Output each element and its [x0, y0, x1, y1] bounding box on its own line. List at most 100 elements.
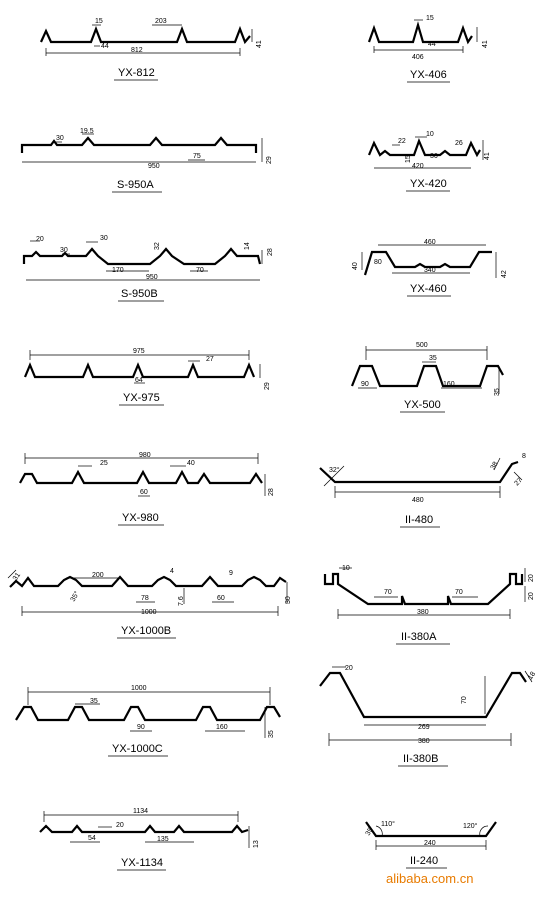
s-950a-label: 30 — [56, 135, 64, 142]
ii-480-profile-line — [319, 460, 519, 484]
ii-480-label: 32° — [329, 466, 340, 474]
yx-420-label: 15 — [405, 155, 412, 163]
yx-500-profile-line — [350, 364, 504, 388]
yx-420-label: 22 — [398, 138, 406, 145]
yx-812-profile-line — [39, 25, 251, 45]
yx-812-title: YX-812 — [118, 67, 155, 79]
ii-380b-label: 20 — [345, 665, 353, 672]
profile-yx-975: 975 27 64 29 YX-975 — [23, 348, 271, 406]
yx-1000b-label: 60 — [217, 595, 225, 602]
profile-yx-812: 15 203 44 812 41 YX-812 — [39, 18, 263, 81]
profile-yx-420: 22 10 15 36 26 420 41 YX-420 — [367, 131, 491, 192]
yx-975-label: 29 — [264, 382, 271, 390]
yx-1134-label: 20 — [116, 822, 124, 829]
ii-240-title: II-240 — [410, 855, 438, 867]
ii-240-angle-arc — [375, 825, 383, 837]
profile-yx-460: 460 80 340 40 42 YX-460 — [352, 239, 508, 297]
yx-1000c-profile-line — [15, 705, 281, 722]
yx-980-label: 980 — [139, 452, 151, 459]
ii-240-label: 110° — [381, 820, 395, 828]
yx-1134-label: 135 — [157, 836, 169, 843]
s-950a-profile-line — [20, 136, 258, 153]
yx-1000b-profile-line — [9, 575, 287, 588]
site-watermark: alibaba.com.cn — [386, 871, 474, 886]
yx-500-title: YX-500 — [404, 399, 441, 411]
yx-1000b-dim-line — [7, 569, 17, 579]
ii-380a-title: II-380A — [401, 631, 437, 643]
ii-380b-label: 18 — [527, 671, 537, 681]
yx-1000c-label: 90 — [137, 724, 145, 731]
ii-380a-label: 70 — [455, 589, 463, 596]
yx-812-label: 203 — [155, 18, 167, 25]
s-950b-title: S-950B — [121, 288, 158, 300]
yx-500-label: 35 — [429, 355, 437, 362]
ii-380a-label: 70 — [384, 589, 392, 596]
ii-480-label: 480 — [412, 497, 424, 504]
ii-240-profile-line — [365, 821, 497, 838]
yx-1134-label: 13 — [253, 840, 260, 848]
profile-yx-1000b: 31 200 4 9 35° 78 7.6 60 1000 30 YX-1000… — [7, 568, 292, 639]
ii-240-label: 120° — [463, 822, 478, 830]
ii-240-label: 240 — [424, 840, 436, 847]
yx-1134-title: YX-1134 — [121, 857, 163, 869]
yx-1134-label: 54 — [88, 835, 96, 842]
ii-380a-label: 380 — [417, 609, 429, 616]
yx-975-label: 27 — [206, 356, 214, 363]
yx-406-title: YX-406 — [410, 69, 447, 81]
yx-812-label: 44 — [101, 43, 109, 50]
yx-1000b-label: 35° — [69, 590, 81, 603]
ii-380a-profile-line — [323, 572, 524, 606]
yx-980-label: 28 — [268, 488, 275, 496]
yx-1000b-label: 4 — [170, 568, 174, 575]
ii-480-label: 38 — [490, 461, 500, 471]
yx-980-profile-line — [19, 469, 263, 485]
yx-406-label: 44 — [428, 41, 436, 48]
profile-yx-1134: 1134 20 54 135 13 YX-1134 — [39, 808, 260, 871]
yx-1134-label: 1134 — [133, 808, 148, 815]
yx-420-profile-line — [367, 137, 481, 158]
yx-980-label: 40 — [187, 460, 195, 467]
yx-420-title: YX-420 — [410, 178, 447, 190]
s-950a-label: 19.5 — [80, 128, 94, 135]
yx-460-title: YX-460 — [410, 283, 447, 295]
yx-420-label: 26 — [455, 140, 463, 147]
yx-975-label: 64 — [135, 377, 143, 384]
yx-1134-profile-line — [39, 824, 249, 834]
s-950a-title: S-950A — [117, 179, 154, 191]
yx-812-label: 41 — [256, 40, 263, 48]
yx-1000b-label: 78 — [141, 595, 149, 602]
s-950a-label: 75 — [193, 153, 201, 160]
ii-380a-label: 10 — [342, 565, 350, 572]
yx-975-profile-line — [23, 362, 256, 379]
yx-460-label: 40 — [352, 262, 359, 270]
yx-500-label: 160 — [443, 381, 455, 388]
yx-406-profile-line — [367, 21, 473, 45]
yx-420-label: 420 — [412, 163, 424, 170]
yx-460-profile-line — [363, 250, 492, 276]
yx-1000b-label: 7.6 — [178, 596, 185, 606]
yx-812-label: 15 — [95, 18, 103, 25]
yx-500-label: 90 — [361, 381, 369, 388]
yx-420-label: 41 — [484, 152, 491, 160]
s-950b-profile-line — [22, 247, 262, 266]
profile-yx-406: 15 44 406 41 YX-406 — [367, 15, 489, 83]
profile-yx-1000c: 1000 35 90 160 35 YX-1000C — [15, 685, 281, 757]
profile-ii-380a: 10 70 70 380 20 20 II-380A — [323, 565, 535, 645]
yx-1000c-label: 160 — [216, 724, 228, 731]
yx-980-label: 60 — [140, 489, 148, 496]
yx-500-label: 35 — [494, 388, 501, 396]
yx-1000b-label: 200 — [92, 572, 104, 579]
ii-380b-label: 380 — [418, 738, 430, 745]
yx-406-label: 41 — [482, 40, 489, 48]
ii-380b-label: 269 — [418, 724, 430, 731]
yx-1000c-label: 35 — [90, 698, 98, 705]
yx-975-label: 975 — [133, 348, 145, 355]
yx-975-title: YX-975 — [123, 392, 160, 404]
ii-380b-profile-line — [319, 671, 527, 719]
ii-380b-title: II-380B — [403, 753, 438, 765]
yx-1000c-label: 35 — [268, 730, 275, 738]
yx-460-label: 340 — [424, 267, 436, 274]
profile-ii-380b: 20 70 269 380 18 II-380B — [319, 665, 537, 767]
yx-420-label: 36 — [430, 153, 438, 160]
